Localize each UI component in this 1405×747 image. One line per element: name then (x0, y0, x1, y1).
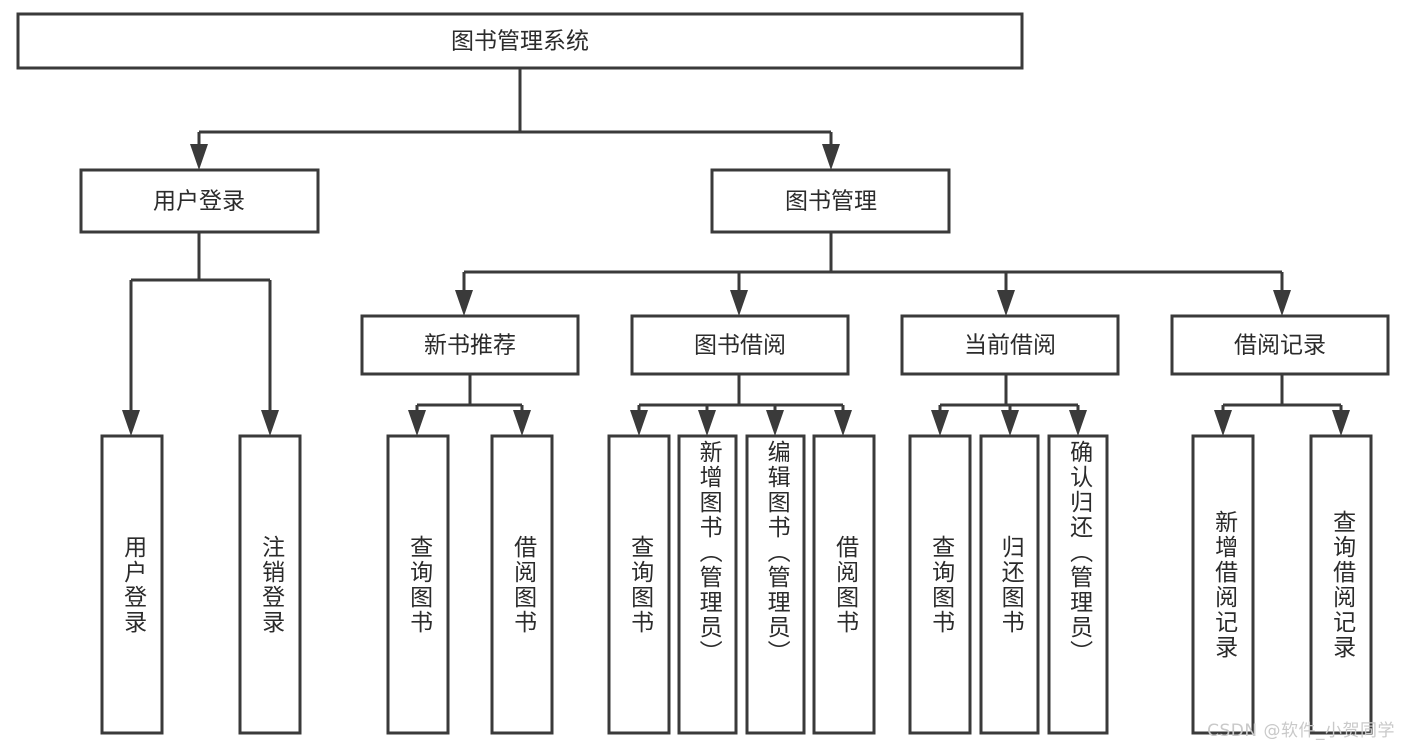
arrow-head-book-management (822, 144, 840, 170)
arrow-head-leaf-query-book-2 (630, 410, 648, 436)
arrow-head-leaf-borrow-book-2 (834, 410, 852, 436)
node-current-borrow[interactable]: 当前借阅 (900, 314, 1120, 376)
connector-group-borrow-record-to-leaves (1214, 374, 1350, 436)
node-book-borrow-label: 图书借阅 (694, 333, 786, 359)
node-root-rect[interactable] (16, 12, 1024, 70)
leaf-logout-login-rect[interactable] (238, 434, 302, 735)
leaf-query-book-3-rect[interactable] (908, 434, 972, 735)
node-book-management-label: 图书管理 (785, 189, 877, 215)
connector-group-new-book-recommend-to-leaves (408, 374, 531, 436)
node-new-book-recommend-label: 新书推荐 (424, 333, 516, 359)
node-book-borrow-rect[interactable] (630, 314, 850, 376)
node-root-label: 图书管理系统 (451, 29, 589, 55)
connector-group-user-login-to-leaves (122, 232, 279, 436)
leaf-borrow-book-2-rect[interactable] (812, 434, 876, 735)
leaf-borrow-book-1-rect[interactable] (490, 434, 554, 735)
node-user-login-label: 用户登录 (153, 189, 245, 215)
arrow-head-leaf-logout-login (261, 410, 279, 436)
arrow-head-leaf-add-record (1214, 410, 1232, 436)
node-current-borrow-label: 当前借阅 (964, 333, 1056, 359)
node-borrow-record[interactable]: 借阅记录 (1170, 314, 1390, 376)
arrow-head-leaf-query-book-3 (931, 410, 949, 436)
connector-group-root-to-level2 (190, 68, 840, 170)
leaf-confirm-return-rect[interactable] (1047, 434, 1109, 735)
connector-group-book-management-to-level3 (455, 232, 1291, 316)
leaf-user-login-rect[interactable] (100, 434, 164, 735)
leaf-query-book-1-rect[interactable] (386, 434, 450, 735)
node-book-borrow[interactable]: 图书借阅 (630, 314, 850, 376)
arrow-head-user-login (190, 144, 208, 170)
arrow-head-leaf-edit-book (766, 410, 784, 436)
arrow-head-leaf-query-record (1332, 410, 1350, 436)
leaf-add-book-rect[interactable] (677, 434, 738, 735)
leaf-query-book-2-rect[interactable] (607, 434, 671, 735)
node-borrow-record-label: 借阅记录 (1234, 333, 1326, 359)
arrow-head-current-borrow (997, 290, 1015, 316)
node-user-login[interactable]: 用户登录 (79, 168, 320, 234)
arrow-head-leaf-query-book-1 (408, 410, 426, 436)
node-book-management-rect[interactable] (710, 168, 951, 234)
arrow-head-leaf-borrow-book-1 (513, 410, 531, 436)
arrow-head-leaf-user-login (122, 410, 140, 436)
leaf-add-record-rect[interactable] (1191, 434, 1255, 735)
leaf-query-record-rect[interactable] (1309, 434, 1373, 735)
arrow-head-borrow-record (1273, 290, 1291, 316)
leaf-return-book-rect[interactable] (979, 434, 1040, 735)
csdn-watermark: CSDN @软件_小贺同学 (1207, 721, 1395, 741)
arrow-head-leaf-confirm-return (1069, 410, 1087, 436)
arrow-head-new-book-recommend (455, 290, 473, 316)
node-root[interactable]: 图书管理系统 (16, 12, 1024, 70)
node-current-borrow-rect[interactable] (900, 314, 1120, 376)
node-user-login-rect[interactable] (79, 168, 320, 234)
leaf-edit-book-rect[interactable] (745, 434, 806, 735)
arrow-head-book-borrow (730, 290, 748, 316)
connector-group-book-borrow-to-leaves (630, 374, 852, 436)
connector-group-current-borrow-to-leaves (931, 374, 1087, 436)
arrow-head-leaf-add-book (698, 410, 716, 436)
node-new-book-recommend[interactable]: 新书推荐 (360, 314, 580, 376)
node-book-management[interactable]: 图书管理 (710, 168, 951, 234)
arrow-head-leaf-return-book (1001, 410, 1019, 436)
node-new-book-recommend-rect[interactable] (360, 314, 580, 376)
node-borrow-record-rect[interactable] (1170, 314, 1390, 376)
